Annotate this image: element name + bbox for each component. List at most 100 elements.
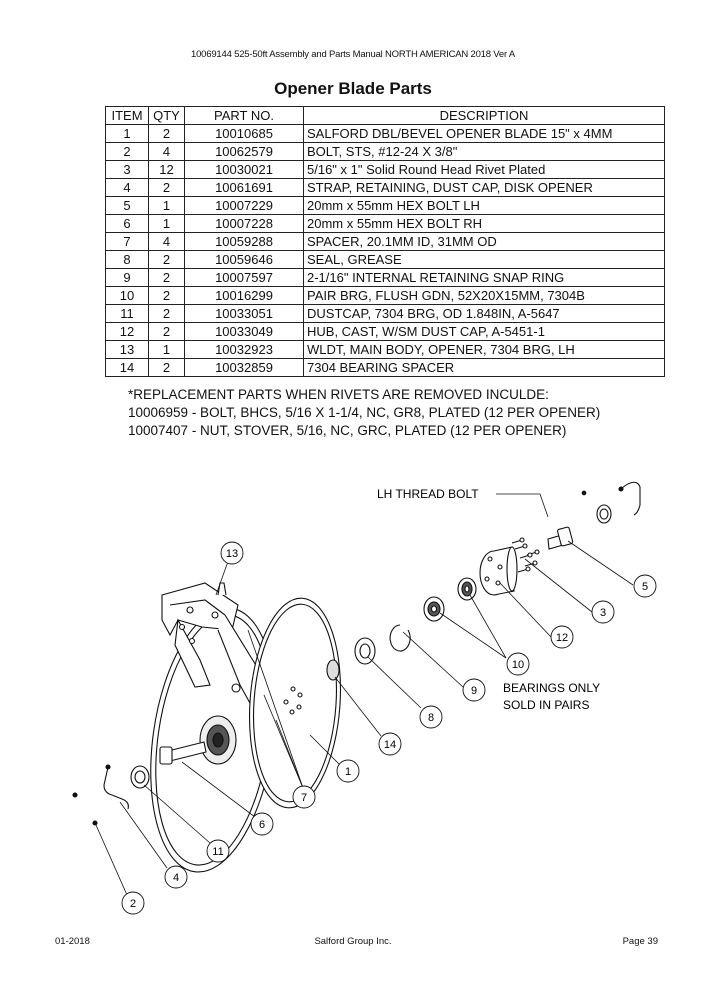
sts-bolt-left-2 [92,820,98,826]
svg-text:11: 11 [212,846,223,858]
leader-lines [95,493,634,896]
svg-text:1: 1 [345,766,351,778]
svg-text:7: 7 [301,792,307,804]
cell-qty: 1 [148,196,185,215]
balloon-14: 14 [378,732,402,756]
cell-qty: 2 [148,268,185,287]
balloon-8: 8 [419,705,443,729]
svg-text:3: 3 [600,607,606,619]
balloon-13: 13 [220,541,244,565]
balloon-5: 5 [633,574,657,598]
column-header-part-no: PART NO. [184,106,304,125]
cell-description: STRAP, RETAINING, DUST CAP, DISK OPENER [303,178,665,197]
svg-text:13: 13 [226,548,238,560]
cell-qty: 1 [148,214,185,233]
cell-item: 13 [105,340,149,359]
cell-part-no: 10007597 [184,268,304,287]
cell-item: 9 [105,268,149,287]
cell-qty: 2 [148,250,185,269]
column-header-qty: QTY [148,106,185,125]
note-line: *REPLACEMENT PARTS WHEN RIVETS ARE REMOV… [128,387,549,402]
cell-description: 7304 BEARING SPACER [303,358,665,377]
hub-cast [479,546,518,596]
cell-qty: 2 [148,304,185,323]
cell-part-no: 10007229 [184,196,304,215]
snap-ring [389,624,411,652]
blade-bolt-holes [283,686,303,715]
balloon-1: 1 [336,759,360,783]
cell-part-no: 10007228 [184,214,304,233]
cell-part-no: 10032859 [184,358,304,377]
cell-qty: 2 [148,358,185,377]
svg-text:8: 8 [428,712,434,724]
sts-bolt-left [72,792,78,798]
cell-qty: 4 [148,232,185,251]
cell-qty: 2 [148,286,185,305]
footer-date: 01-2018 [55,936,90,947]
cell-part-no: 10016299 [184,286,304,305]
callout-bearings-line1: BEARINGS ONLY [503,681,600,695]
cell-qty: 4 [148,142,185,161]
cell-part-no: 10062579 [184,142,304,161]
page-header: 10069144 525-50ft Assembly and Parts Man… [191,49,515,60]
note-line: 10006959 - BOLT, BHCS, 5/16 X 1-1/4, NC,… [128,405,601,420]
replacement-notes: *REPLACEMENT PARTS WHEN RIVETS ARE REMOV… [128,386,600,440]
cell-description: SPACER, 20.1MM ID, 31MM OD [303,232,665,251]
hub-assembly [199,715,237,765]
table-header-row: ITEM QTY PART NO. DESCRIPTION [105,106,665,125]
cell-part-no: 10010685 [184,124,304,143]
cell-part-no: 10030021 [184,160,304,179]
cell-qty: 2 [148,322,185,341]
svg-text:5: 5 [642,581,648,593]
footer-page-number: Page 39 [622,936,658,947]
cell-description: DUSTCAP, 7304 BRG, OD 1.848IN, A-5647 [303,304,665,323]
exploded-assembly-diagram: 13 5 3 12 10 9 8 14 1 7 6 11 4 2 LH THRE… [72,481,657,915]
cell-part-no: 10033051 [184,304,304,323]
cell-item: 2 [105,142,149,161]
cell-description: 2-1/16" INTERNAL RETAINING SNAP RING [303,268,665,287]
balloon-7: 7 [292,785,316,809]
column-header-item: ITEM [105,106,149,125]
hex-bolt-rh [159,741,207,765]
svg-text:2: 2 [130,898,136,910]
cell-item: 4 [105,178,149,197]
bearing-outer [457,577,477,601]
cell-description: SALFORD DBL/BEVEL OPENER BLADE 15" x 4MM [303,124,665,143]
column-header-description: DESCRIPTION [303,106,665,125]
cell-qty: 12 [148,160,185,179]
grease-seal [354,637,376,665]
balloon-3: 3 [591,600,615,624]
balloon-9: 9 [462,678,486,702]
cell-part-no: 10033049 [184,322,304,341]
svg-text:4: 4 [173,872,179,884]
rivets [511,537,540,573]
page-title: Opener Blade Parts [274,79,432,98]
cell-item: 7 [105,232,149,251]
cell-description: BOLT, STS, #12-24 X 3/8" [303,142,665,161]
cell-part-no: 10059288 [184,232,304,251]
retaining-strap-right [618,481,641,516]
balloon-4: 4 [164,865,188,889]
bearing-spacer [326,659,340,681]
balloon-10: 10 [506,652,530,676]
cell-item: 5 [105,196,149,215]
cell-description: SEAL, GREASE [303,250,665,269]
cell-item: 6 [105,214,149,233]
cell-description: HUB, CAST, W/SM DUST CAP, A-5451-1 [303,322,665,341]
svg-text:6: 6 [259,819,265,831]
opener-blade-right [248,597,342,809]
cell-qty: 1 [148,340,185,359]
svg-text:10: 10 [512,659,524,671]
cell-qty: 2 [148,178,185,197]
